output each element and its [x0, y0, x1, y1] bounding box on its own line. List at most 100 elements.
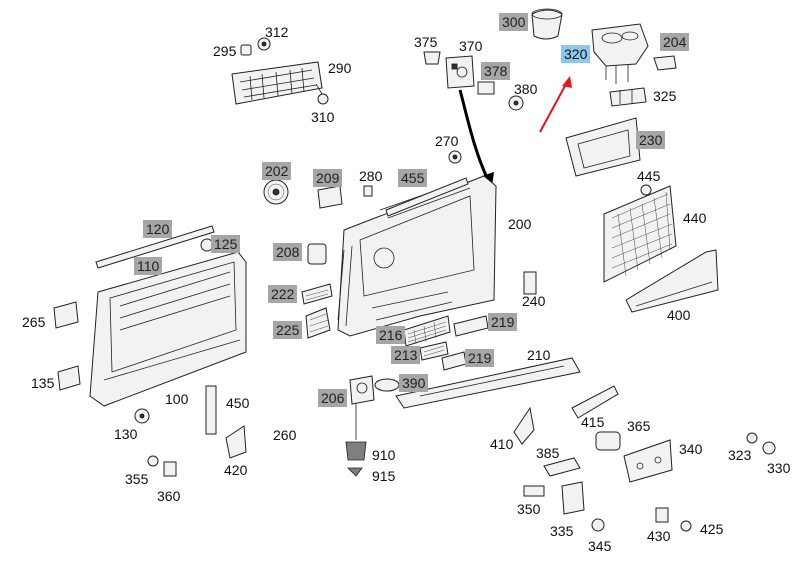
- part-910-connector: [345, 441, 367, 461]
- part-370-switch: [445, 55, 475, 89]
- part-280-clip: [363, 185, 373, 197]
- part-240-bracket: [523, 271, 537, 295]
- part-385-plate: [543, 457, 581, 477]
- part-label-400[interactable]: 400: [667, 307, 691, 323]
- part-label-225[interactable]: 225: [273, 321, 303, 339]
- part-label-375[interactable]: 375: [414, 34, 438, 50]
- part-label-100[interactable]: 100: [165, 391, 189, 407]
- part-label-380[interactable]: 380: [514, 81, 538, 97]
- part-label-320[interactable]: 320: [561, 45, 591, 63]
- part-label-200[interactable]: 200: [508, 216, 532, 232]
- part-label-295[interactable]: 295: [213, 43, 237, 59]
- part-420-bracket: [225, 425, 247, 459]
- part-label-206[interactable]: 206: [318, 389, 348, 407]
- part-330-clip: [762, 441, 776, 455]
- part-206-socket: [349, 375, 375, 440]
- part-label-135[interactable]: 135: [31, 375, 55, 391]
- part-290-vent: [231, 61, 323, 105]
- part-label-455[interactable]: 455: [398, 169, 428, 187]
- part-label-204[interactable]: 204: [660, 33, 690, 51]
- part-label-213[interactable]: 213: [391, 346, 421, 364]
- part-label-202[interactable]: 202: [262, 162, 292, 180]
- part-365-button: [595, 431, 621, 451]
- part-label-410[interactable]: 410: [490, 436, 514, 452]
- part-320-holder: [591, 23, 649, 84]
- part-label-440[interactable]: 440: [683, 210, 707, 226]
- part-label-910[interactable]: 910: [372, 447, 396, 463]
- part-350-bolt: [523, 485, 545, 497]
- part-213-grille: [419, 341, 449, 361]
- part-312-clip: [257, 37, 271, 51]
- part-label-355[interactable]: 355: [125, 471, 149, 487]
- part-335-bracket: [561, 481, 585, 515]
- part-label-210[interactable]: 210: [527, 347, 551, 363]
- part-label-425[interactable]: 425: [700, 521, 724, 537]
- part-label-430[interactable]: 430: [647, 528, 671, 544]
- part-label-270[interactable]: 270: [435, 133, 459, 149]
- part-425-screw: [680, 520, 692, 532]
- part-380-screw: [508, 95, 524, 111]
- part-label-340[interactable]: 340: [679, 441, 703, 457]
- part-915-pin: [347, 467, 363, 477]
- part-label-323[interactable]: 323: [728, 447, 752, 463]
- part-label-385[interactable]: 385: [536, 445, 560, 461]
- part-label-222[interactable]: 222: [268, 285, 298, 303]
- part-label-345[interactable]: 345: [588, 538, 612, 554]
- part-120-trim: [95, 225, 215, 269]
- part-340-bracket: [623, 439, 673, 483]
- part-label-208[interactable]: 208: [273, 243, 303, 261]
- part-label-216[interactable]: 216: [376, 326, 406, 344]
- part-label-219b[interactable]: 219: [465, 349, 495, 367]
- part-130-clip: [134, 408, 150, 424]
- part-135-bracket: [57, 365, 81, 391]
- part-210-trim: [395, 357, 581, 409]
- part-204-cap: [653, 55, 677, 71]
- part-label-110[interactable]: 110: [134, 257, 163, 275]
- part-label-365[interactable]: 365: [627, 418, 651, 434]
- part-label-290[interactable]: 290: [328, 60, 352, 76]
- part-378-cover: [477, 81, 495, 95]
- part-label-450[interactable]: 450: [226, 395, 250, 411]
- part-label-130[interactable]: 130: [114, 426, 138, 442]
- part-label-350[interactable]: 350: [517, 501, 541, 517]
- part-label-330[interactable]: 330: [767, 460, 791, 476]
- part-310-screw: [315, 83, 329, 105]
- part-label-370[interactable]: 370: [459, 38, 483, 54]
- part-label-265[interactable]: 265: [22, 314, 46, 330]
- connection-line-370-200: [458, 89, 490, 181]
- part-label-209[interactable]: 209: [313, 169, 343, 187]
- part-200-door-panel: [337, 175, 497, 337]
- part-202-speaker: [263, 179, 289, 205]
- part-label-120[interactable]: 120: [143, 220, 173, 238]
- part-208-button: [307, 243, 327, 265]
- part-label-230[interactable]: 230: [636, 131, 666, 149]
- part-label-325[interactable]: 325: [653, 88, 677, 104]
- part-265-bracket: [53, 301, 79, 329]
- part-label-378[interactable]: 378: [481, 62, 511, 80]
- part-445-clip: [640, 184, 652, 196]
- part-label-445[interactable]: 445: [637, 168, 661, 184]
- part-label-312[interactable]: 312: [265, 24, 289, 40]
- part-label-360[interactable]: 360: [157, 488, 181, 504]
- part-410-cover: [513, 406, 535, 445]
- part-label-219a[interactable]: 219: [488, 313, 518, 331]
- part-label-415[interactable]: 415: [581, 414, 605, 430]
- part-222-vent: [301, 283, 333, 305]
- part-455-strip: [385, 177, 469, 217]
- part-295-clip: [240, 44, 252, 56]
- part-323-screw: [746, 432, 758, 444]
- part-label-125[interactable]: 125: [211, 235, 241, 253]
- part-label-335[interactable]: 335: [550, 523, 574, 539]
- part-label-390[interactable]: 390: [399, 374, 429, 392]
- part-label-280[interactable]: 280: [359, 168, 383, 184]
- part-230-bezel: [565, 117, 641, 177]
- part-225-grille: [305, 307, 331, 339]
- highlight-arrow: [539, 76, 572, 133]
- part-label-915[interactable]: 915: [372, 468, 396, 484]
- part-label-260[interactable]: 260: [273, 427, 297, 443]
- part-label-240[interactable]: 240: [522, 293, 546, 309]
- part-label-310[interactable]: 310: [311, 109, 335, 125]
- part-label-420[interactable]: 420: [224, 462, 248, 478]
- part-label-300[interactable]: 300: [499, 13, 529, 31]
